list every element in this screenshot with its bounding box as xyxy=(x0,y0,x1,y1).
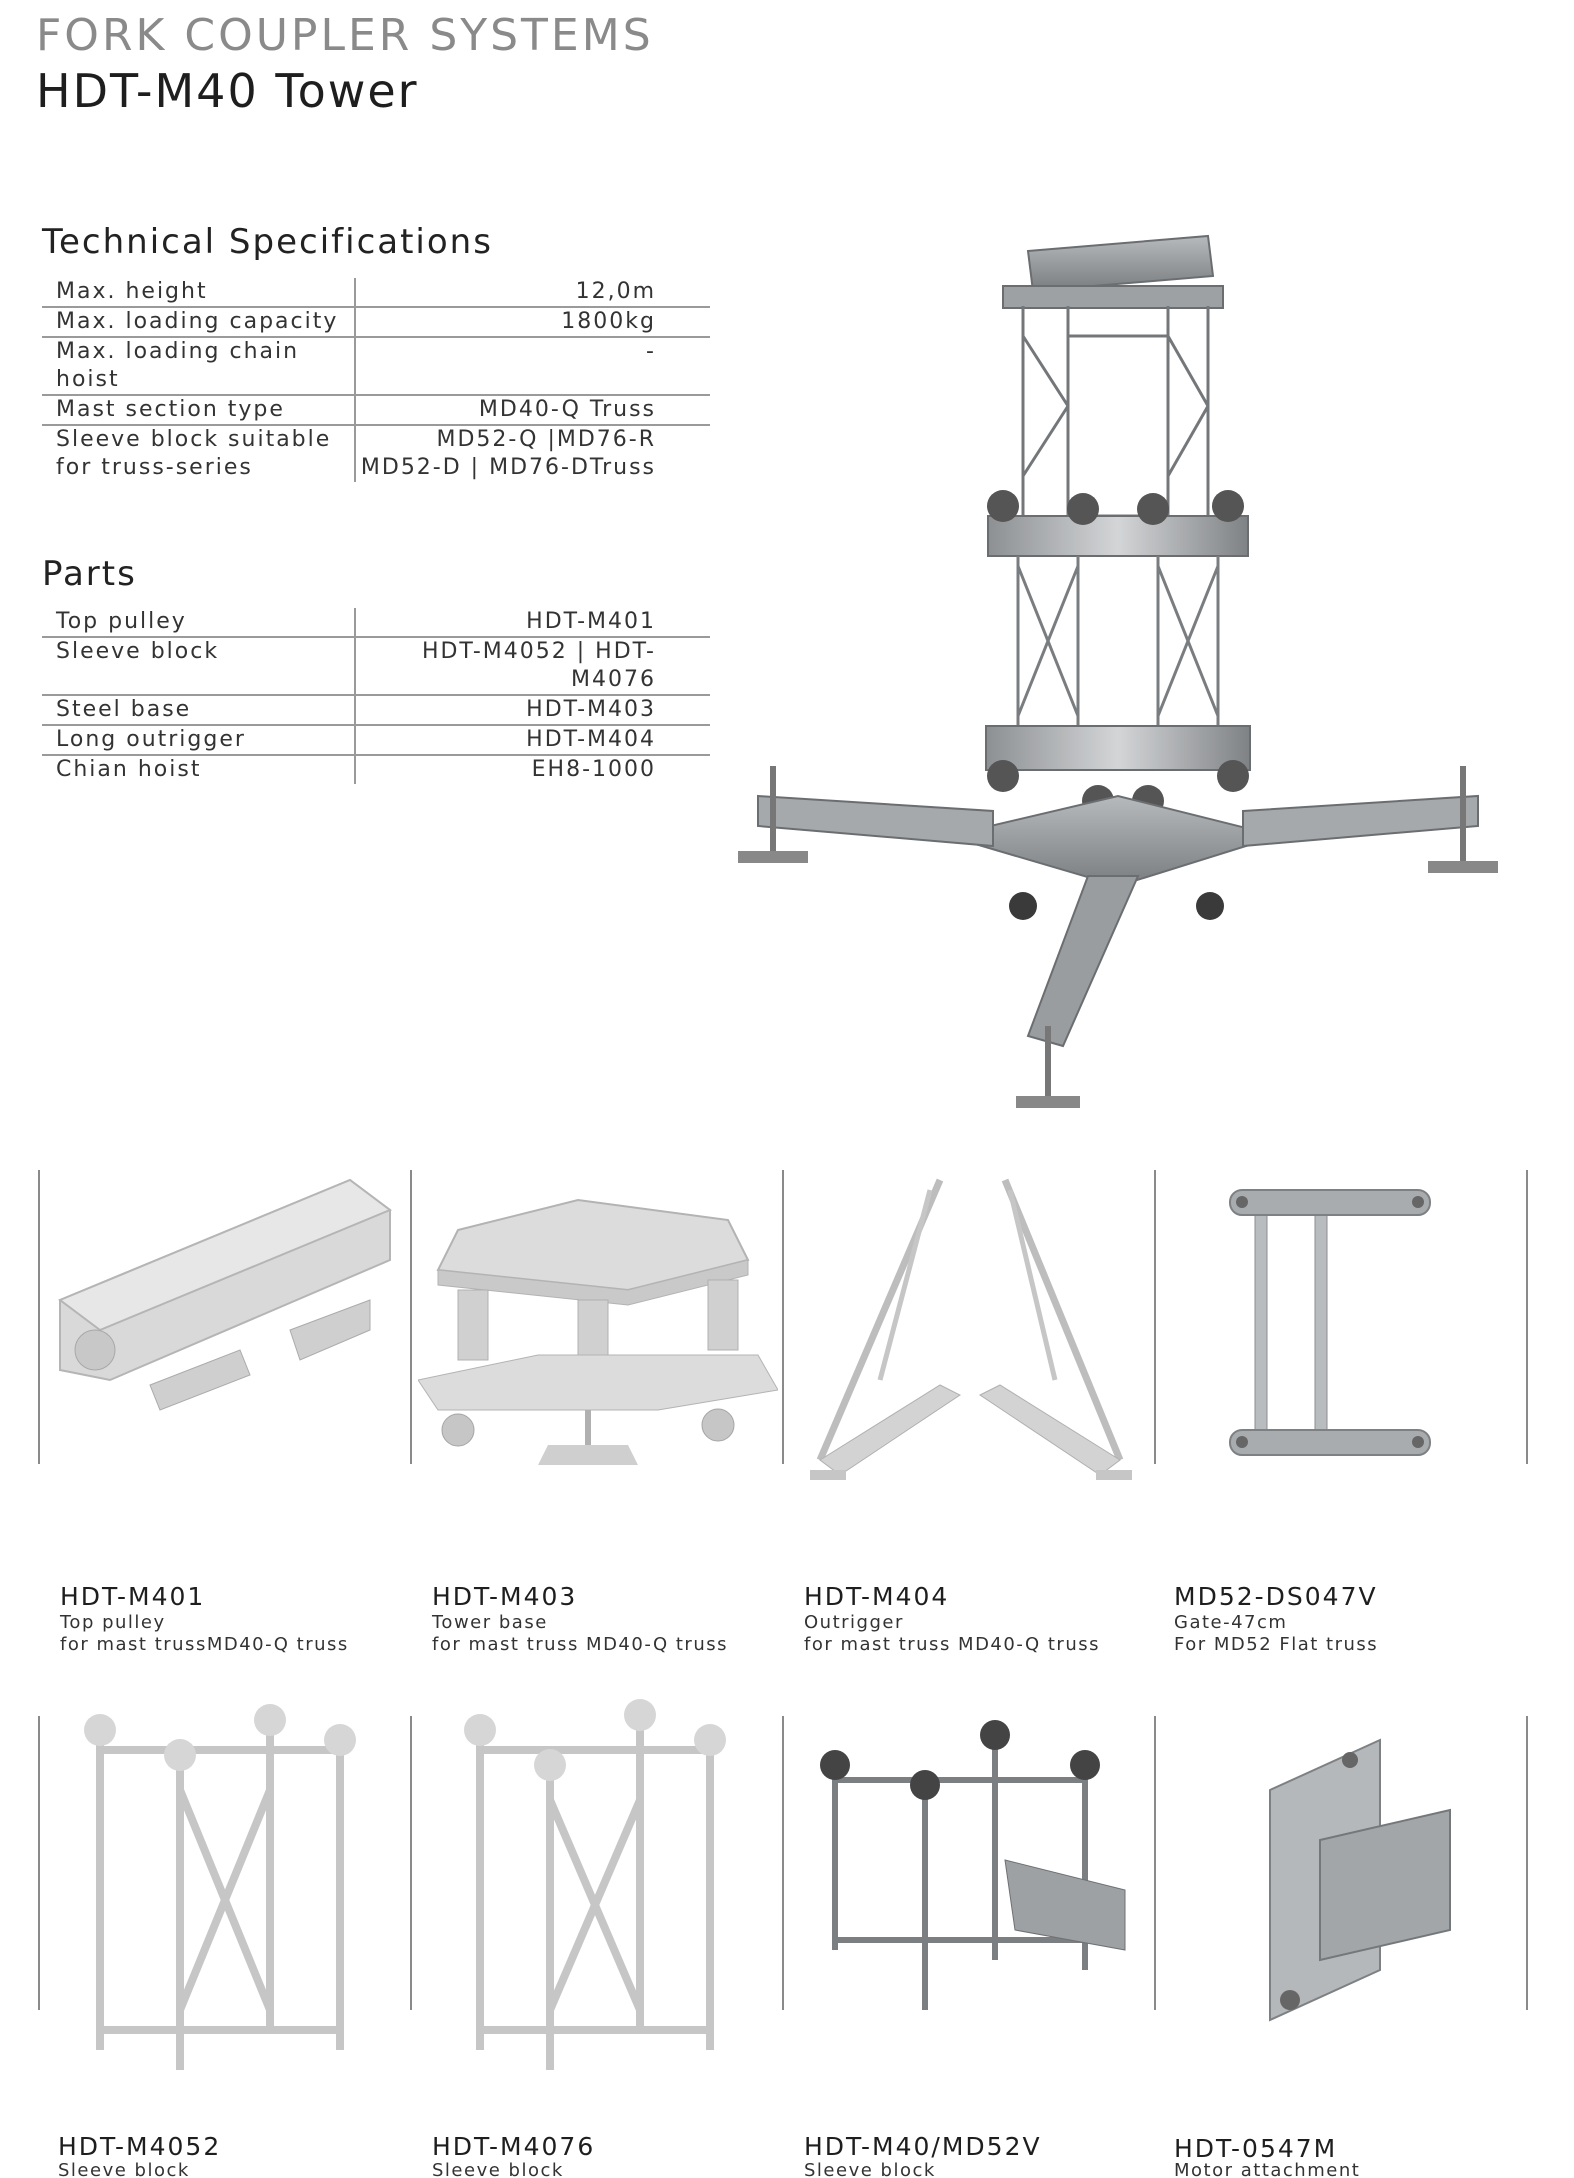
product-code: HDT-M40/MD52V xyxy=(804,2132,1042,2161)
grid-divider xyxy=(1154,1170,1156,1464)
parts-table: Top pulley HDT-M401 Sleeve block HDT-M40… xyxy=(42,608,710,784)
parts-label: Chian hoist xyxy=(42,756,356,784)
product-description-line: Tower base xyxy=(432,1612,548,1633)
spec-label: Sleeve block suitable for truss-series xyxy=(42,426,356,482)
product-description: Gate-47cm For MD52 Flat truss xyxy=(1174,1612,1378,1656)
product-description: Outrigger for mast truss MD40-Q truss xyxy=(804,1612,1100,1656)
sleeve-block-md52v-picture xyxy=(820,1720,1126,2010)
tech-specs-table: Max. height 12,0m Max. loading capacity … xyxy=(42,278,710,482)
parts-row: Chian hoist EH8-1000 xyxy=(42,756,710,784)
product-description-line: For MD52 Flat truss xyxy=(1174,1634,1379,1655)
product-code: HDT-M403 xyxy=(432,1582,578,1611)
product-description: Tower base for mast truss MD40-Q truss xyxy=(432,1612,728,1656)
parts-value: EH8-1000 xyxy=(531,757,656,782)
tower-product-photo xyxy=(738,234,1498,1108)
parts-row: Top pulley HDT-M401 xyxy=(42,608,710,638)
product-description-line: for mast trussMD40-Q truss xyxy=(60,1634,349,1655)
spec-value-line: MD52-D | MD76-DTruss xyxy=(360,455,656,480)
product-code: HDT-M4052 xyxy=(58,2132,222,2161)
series-title: FORK COUPLER SYSTEMS xyxy=(36,10,654,61)
parts-label: Sleeve block xyxy=(42,638,356,694)
spec-row: Max. loading chain hoist - xyxy=(42,338,710,396)
spec-row: Sleeve block suitable for truss-series M… xyxy=(42,426,710,482)
parts-value: HDT-M403 xyxy=(526,697,656,722)
product-code: MD52-DS047V xyxy=(1174,1582,1378,1611)
product-description: Motor attachment xyxy=(1174,2160,1361,2178)
grid-divider xyxy=(1526,1716,1528,2010)
product-description: Sleeve block xyxy=(804,2160,936,2178)
grid-divider xyxy=(1526,1170,1528,1464)
spec-label: Max. height xyxy=(42,278,356,306)
product-code: HDT-M401 xyxy=(60,1582,206,1611)
product-description-line: Gate-47cm xyxy=(1174,1612,1288,1633)
product-description: Top pulley for mast trussMD40-Q truss xyxy=(60,1612,349,1656)
grid-divider xyxy=(38,1716,40,2010)
parts-label: Steel base xyxy=(42,696,356,724)
grid-divider xyxy=(410,1716,412,2010)
motor-attachment-picture xyxy=(1269,1738,1451,2022)
parts-value: HDT-M4052 | HDT-M4076 xyxy=(421,639,656,692)
spec-value-line: MD52-Q |MD76-R xyxy=(436,427,656,452)
grid-divider xyxy=(38,1170,40,1464)
product-title: HDT-M40 Tower xyxy=(36,64,419,118)
product-code: HDT-M404 xyxy=(804,1582,950,1611)
top-pulley-picture xyxy=(57,1178,393,1411)
parts-row: Steel base HDT-M403 xyxy=(42,696,710,726)
parts-value: HDT-M401 xyxy=(526,609,656,634)
product-description-line: for mast truss MD40-Q truss xyxy=(432,1634,728,1655)
sleeve-block-4052-picture xyxy=(84,1704,356,2070)
spec-value: 12,0m xyxy=(575,279,656,304)
spec-label: Max. loading capacity xyxy=(42,308,356,336)
product-description: Sleeve block xyxy=(432,2160,564,2178)
spec-label: Mast section type xyxy=(42,396,356,424)
spec-row: Max. height 12,0m xyxy=(42,278,710,308)
grid-divider xyxy=(782,1170,784,1464)
tech-specs-heading: Technical Specifications xyxy=(42,222,493,262)
product-code: HDT-M4076 xyxy=(432,2132,596,2161)
spec-value: - xyxy=(646,339,656,364)
outrigger-picture xyxy=(810,1178,1132,1480)
parts-row: Sleeve block HDT-M4052 | HDT-M4076 xyxy=(42,638,710,696)
parts-label: Top pulley xyxy=(42,608,356,636)
spec-value: MD40-Q Truss xyxy=(478,397,656,422)
grid-divider xyxy=(1154,1716,1156,2010)
product-description: Sleeve block xyxy=(58,2160,190,2178)
product-code: HDT-0547M xyxy=(1174,2134,1338,2163)
product-description-line: for mast truss MD40-Q truss xyxy=(804,1634,1100,1655)
grid-divider xyxy=(782,1716,784,2010)
spec-row: Max. loading capacity 1800kg xyxy=(42,308,710,338)
gate-picture xyxy=(1229,1189,1431,1456)
parts-row: Long outrigger HDT-M404 xyxy=(42,726,710,756)
parts-heading: Parts xyxy=(42,554,137,594)
spec-label-line: for truss-series xyxy=(56,455,253,480)
product-description-line: Top pulley xyxy=(60,1612,166,1633)
grid-divider xyxy=(410,1170,412,1464)
sleeve-block-4076-picture xyxy=(464,1699,726,2070)
tower-base-picture xyxy=(418,1198,778,1465)
spec-value: 1800kg xyxy=(561,309,656,334)
parts-value: HDT-M404 xyxy=(526,727,656,752)
spec-value: MD52-Q |MD76-R MD52-D | MD76-DTruss xyxy=(356,426,710,482)
product-description-line: Outrigger xyxy=(804,1612,904,1633)
parts-label: Long outrigger xyxy=(42,726,356,754)
spec-row: Mast section type MD40-Q Truss xyxy=(42,396,710,426)
spec-label-line: Sleeve block suitable xyxy=(56,427,332,452)
spec-label: Max. loading chain hoist xyxy=(42,338,356,394)
